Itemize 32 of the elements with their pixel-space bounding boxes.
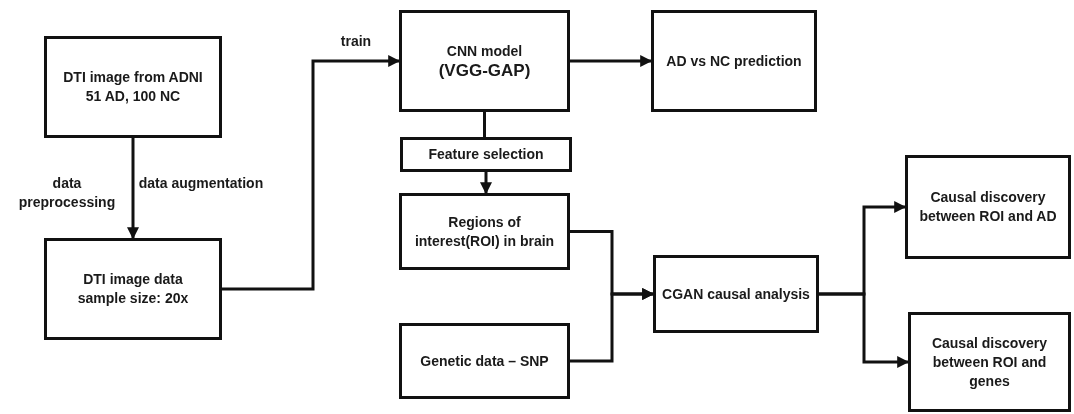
box-text: DTI image from ADNI: [63, 68, 203, 87]
process-box: [399, 193, 570, 270]
process-box: [400, 137, 572, 172]
box-text: Feature selection: [428, 145, 544, 164]
box-text: sample size: 20x: [77, 289, 189, 308]
box-text: CGAN causal analysis: [662, 284, 810, 304]
process-box: [908, 312, 1071, 412]
arrow: [570, 55, 653, 67]
arrow: [480, 172, 492, 195]
process-box: [399, 10, 570, 112]
box-text: (VGG-GAP): [438, 60, 531, 81]
box-text: Causal discovery between ROI and genes: [930, 333, 1049, 391]
box-text: Genetic data – SNP: [420, 351, 549, 371]
process-box: [44, 36, 222, 138]
box-text: Causal discovery between ROI and AD: [918, 188, 1058, 226]
arrow: [819, 292, 910, 368]
box-text: DTI image data: [83, 270, 183, 289]
box-text: AD vs NC prediction: [666, 51, 802, 71]
step-label: data augmentation: [137, 174, 265, 193]
arrow: [222, 55, 401, 291]
step-label: data preprocessing: [17, 174, 117, 212]
connector-line: [483, 112, 486, 137]
process-box: [653, 255, 819, 333]
arrow: [127, 138, 139, 240]
box-text: Regions of interest(ROI) in brain: [413, 212, 556, 251]
process-box: [905, 155, 1071, 259]
process-box: [399, 323, 570, 399]
box-text: CNN model: [446, 41, 523, 61]
process-box: [651, 10, 817, 112]
arrow: [570, 288, 655, 363]
process-box: [44, 238, 222, 340]
box-text: 51 AD, 100 NC: [85, 87, 181, 106]
